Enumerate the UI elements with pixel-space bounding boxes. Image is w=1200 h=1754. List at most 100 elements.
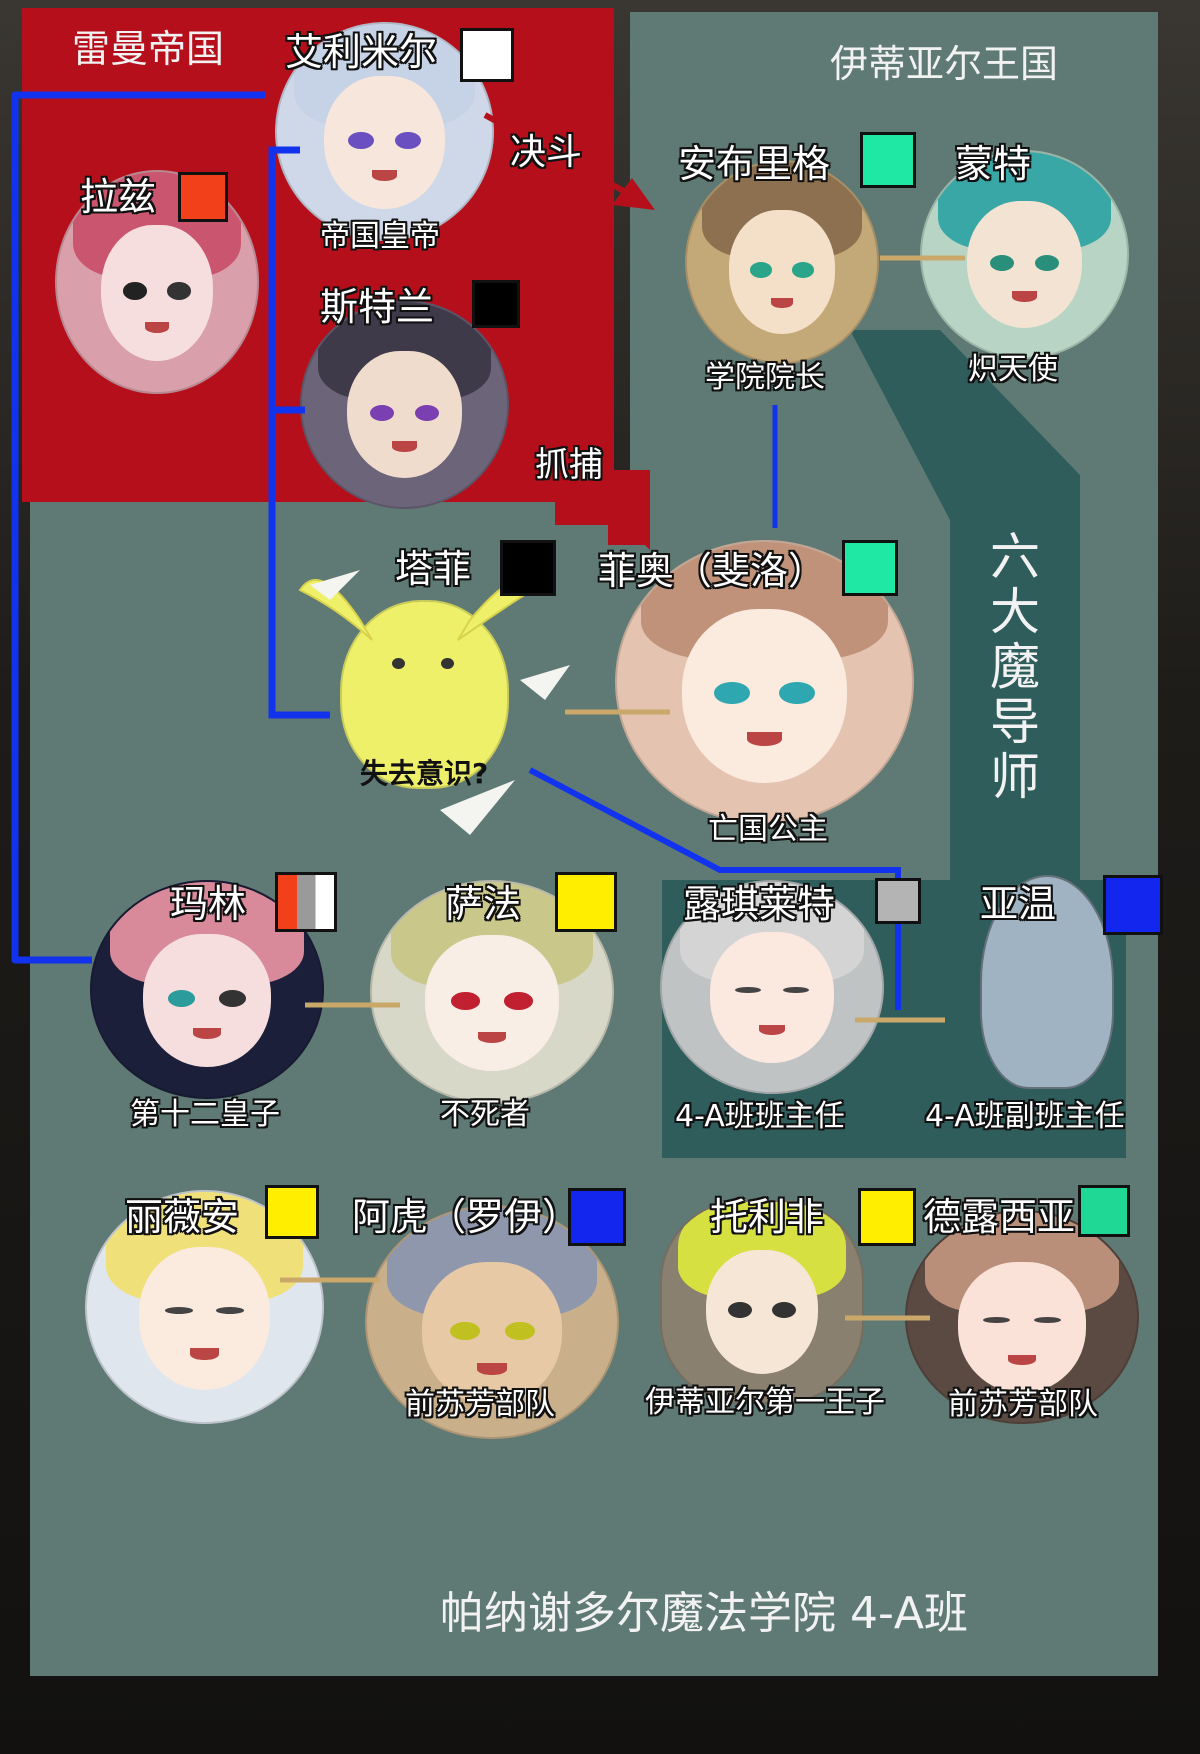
name-ahu: 阿虎（罗伊） bbox=[352, 1195, 581, 1239]
portrait-safa-face bbox=[424, 934, 560, 1072]
portrait-lucille-eye-right bbox=[783, 987, 810, 994]
title-fio: 亡国公主 bbox=[708, 812, 828, 847]
portrait-anbrig-mouth bbox=[770, 298, 794, 308]
portrait-marin-eye-right bbox=[218, 989, 247, 1007]
portrait-tolifi-face bbox=[706, 1250, 818, 1374]
portrait-monte-eye-left bbox=[989, 254, 1015, 271]
portrait-stran bbox=[300, 300, 509, 509]
name-monte: 蒙特 bbox=[955, 142, 1032, 186]
portrait-ahu-eye-right bbox=[504, 1322, 535, 1341]
portrait-monte bbox=[920, 150, 1129, 359]
title-delucia: 前苏芳部队 bbox=[948, 1387, 1098, 1422]
portrait-livian-eye-right bbox=[216, 1307, 245, 1314]
title-awen: 4-A班副班主任 bbox=[925, 1099, 1125, 1134]
name-livian: 丽薇安 bbox=[125, 1195, 240, 1239]
portrait-emilmir bbox=[275, 22, 494, 241]
portrait-safa-eye-left bbox=[451, 992, 480, 1010]
swatch-fio bbox=[842, 540, 898, 596]
portrait-ahu bbox=[365, 1205, 619, 1439]
portrait-emilmir-face bbox=[324, 75, 445, 209]
name-safa: 萨法 bbox=[445, 882, 522, 926]
portrait-laz-face bbox=[101, 224, 213, 362]
portrait-stran-mouth bbox=[392, 441, 417, 452]
name-lucille: 露琪莱特 bbox=[683, 882, 836, 926]
portrait-anbrig-eye-right bbox=[791, 262, 815, 278]
portrait-livian-mouth bbox=[190, 1348, 219, 1360]
swatch-taffy bbox=[500, 540, 556, 596]
portrait-delucia bbox=[905, 1210, 1139, 1424]
portrait-safa-mouth bbox=[477, 1031, 507, 1043]
region-title-mages: 六大魔导师 bbox=[990, 528, 1040, 806]
portrait-marin-face bbox=[142, 933, 272, 1067]
name-marin: 玛林 bbox=[170, 882, 247, 926]
portrait-marin-eye-left bbox=[167, 989, 196, 1007]
portrait-monte-mouth bbox=[1012, 291, 1037, 302]
portrait-fio-face bbox=[681, 609, 848, 783]
swatch-marin bbox=[275, 872, 337, 932]
swatch-ahu bbox=[568, 1188, 626, 1246]
portrait-fio-mouth bbox=[746, 732, 783, 747]
portrait-lucille bbox=[660, 880, 884, 1094]
portrait-ahu-face bbox=[422, 1262, 562, 1405]
swatch-tolifi bbox=[858, 1188, 916, 1246]
portrait-lucille-mouth bbox=[758, 1024, 786, 1036]
title-emilmir: 帝国皇帝 bbox=[320, 219, 440, 254]
portrait-fio-eye-right bbox=[779, 682, 815, 705]
relation-arrest-label: 抓捕 bbox=[535, 445, 603, 485]
title-monte: 炽天使 bbox=[968, 352, 1058, 387]
portrait-livian-eye-left bbox=[164, 1307, 193, 1314]
title-safa: 不死者 bbox=[440, 1097, 530, 1132]
swatch-lucille bbox=[875, 878, 921, 924]
portrait-taffy-eye-right bbox=[441, 657, 455, 669]
arrow-arrest-head bbox=[570, 470, 650, 550]
portrait-emilmir-eye-left bbox=[347, 131, 374, 149]
swatch-emilmir bbox=[460, 28, 514, 82]
swatch-safa bbox=[555, 872, 617, 932]
swatch-awen bbox=[1103, 875, 1163, 935]
portrait-anbrig-eye-left bbox=[749, 262, 773, 278]
swatch-delucia bbox=[1078, 1185, 1130, 1237]
portrait-delucia-mouth bbox=[1008, 1354, 1036, 1366]
name-fio: 菲奥（斐洛） bbox=[598, 549, 827, 593]
portrait-livian bbox=[85, 1190, 324, 1424]
portrait-monte-face bbox=[967, 201, 1082, 329]
line-stran-taffy bbox=[268, 410, 330, 719]
portrait-fio-eye-left bbox=[714, 682, 750, 705]
portrait-marin-mouth bbox=[193, 1028, 221, 1039]
portrait-delucia-face bbox=[957, 1262, 1087, 1393]
name-anbrig: 安布里格 bbox=[678, 142, 831, 186]
portrait-monte-eye-right bbox=[1034, 254, 1060, 271]
portrait-livian-face bbox=[138, 1247, 271, 1390]
line-emilmir-stran bbox=[268, 146, 305, 414]
portrait-taffy-eye-left bbox=[391, 657, 405, 669]
portrait-stran-face bbox=[347, 351, 462, 479]
portrait-anbrig bbox=[685, 160, 879, 364]
portrait-delucia-eye-left bbox=[982, 1317, 1011, 1324]
portrait-awen bbox=[980, 875, 1114, 1089]
name-laz: 拉兹 bbox=[80, 175, 157, 219]
portrait-stran-eye-left bbox=[369, 404, 395, 421]
arrow-duel bbox=[483, 112, 642, 203]
title-anbrig: 学院院长 bbox=[705, 360, 825, 395]
portrait-tolifi-eye-left bbox=[728, 1302, 752, 1318]
name-tolifi: 托利非 bbox=[710, 1195, 825, 1239]
arrow-duel-head bbox=[612, 178, 655, 210]
portrait-delucia-eye-right bbox=[1033, 1317, 1062, 1324]
portrait-tolifi bbox=[660, 1200, 864, 1404]
note-taffy: 失去意识? bbox=[360, 757, 489, 790]
line-taffy-lucille bbox=[528, 767, 901, 1010]
line-emilmir-marin bbox=[11, 91, 265, 964]
region-title-empire: 雷曼帝国 bbox=[72, 27, 225, 71]
swatch-laz bbox=[178, 172, 228, 222]
swatch-livian bbox=[265, 1185, 319, 1239]
portrait-lucille-face bbox=[710, 932, 834, 1063]
portrait-stran-eye-right bbox=[414, 404, 440, 421]
name-delucia: 德露西亚 bbox=[923, 1195, 1076, 1239]
title-lucille: 4-A班班主任 bbox=[675, 1099, 845, 1134]
portrait-taffy bbox=[340, 600, 509, 789]
swatch-anbrig bbox=[860, 132, 916, 188]
portrait-ahu-mouth bbox=[477, 1363, 507, 1375]
name-awen: 亚温 bbox=[980, 882, 1057, 926]
